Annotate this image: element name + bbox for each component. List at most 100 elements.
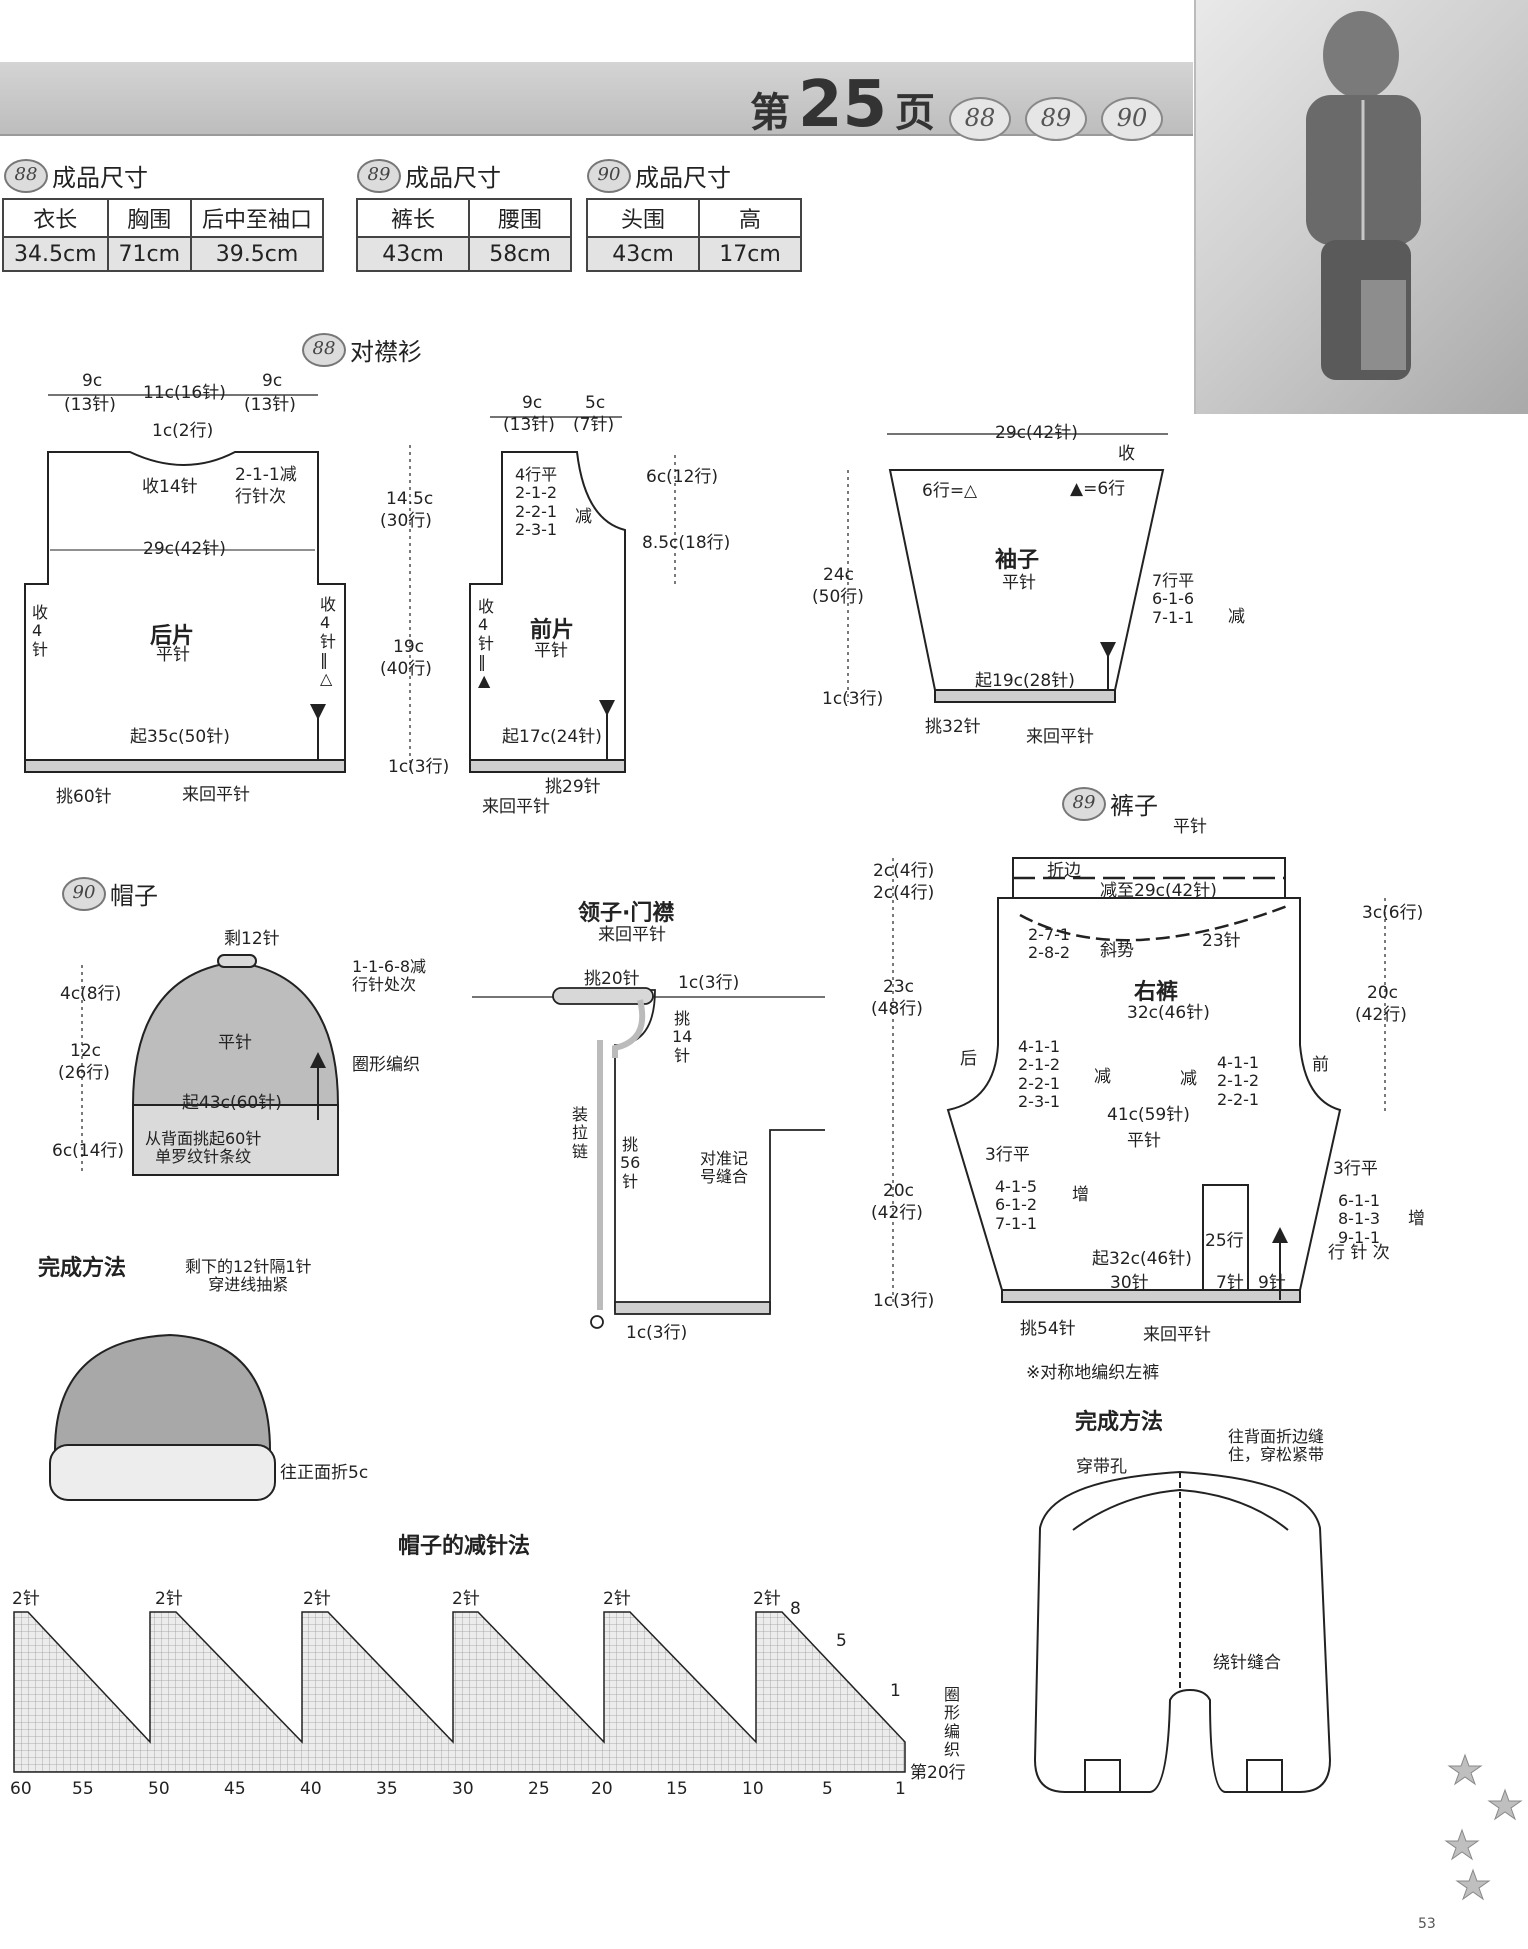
badge-88-icon: 88	[302, 332, 346, 367]
pants-size-table: 裤长 腰围 43cm 58cm	[356, 198, 572, 272]
chart-x-label: 60	[10, 1779, 32, 1799]
chart-x-label: 55	[72, 1779, 94, 1799]
pants-left-increase-label: 增	[1072, 1185, 1089, 1205]
chart-peak-label: 2针	[12, 1589, 40, 1609]
table-cell: 17cm	[698, 236, 802, 272]
pants-fold: 折边	[1047, 861, 1081, 881]
chart-row-mark: 8	[790, 1599, 801, 1619]
chart-x-label: 40	[300, 1779, 322, 1799]
badge-89-icon: 89	[357, 158, 401, 193]
sleeve-height-rows: (50行)	[812, 587, 864, 607]
front-neck-decrease: 减	[575, 507, 592, 527]
pants-pickup: 挑54针	[1020, 1319, 1076, 1339]
sleeve-top-width: 29c(42针)	[995, 423, 1078, 443]
back-height-upper: 14.5c	[386, 489, 434, 509]
collar-zipper: 装 拉 链	[572, 1105, 589, 1161]
back-height-rib: 1c(3行)	[388, 757, 450, 777]
back-piece-stitch: 平针	[156, 645, 190, 665]
front-neck-rows: 4行平 2-1-2 2-2-1 2-3-1	[515, 465, 558, 540]
pants-slope-stitches: 23针	[1202, 931, 1241, 951]
front-width-left: 9c	[522, 393, 543, 413]
pants-width: 32c(46针)	[1127, 1003, 1210, 1023]
pants-seam-note: 绕针缝合	[1213, 1653, 1281, 1673]
pants-front-decrease: 4-1-1 2-1-2 2-2-1	[1217, 1053, 1260, 1109]
pants-right-increase: 6-1-1 8-1-3 9-1-1	[1338, 1191, 1381, 1247]
sleeve-rib: 来回平针	[1026, 727, 1094, 747]
front-rib: 来回平针	[482, 797, 550, 817]
table-header: 腰围	[468, 198, 572, 238]
badge-89-icon: 89	[1025, 97, 1087, 141]
hat-height-top: 4c(8行)	[60, 984, 122, 1004]
collar-pickup-top: 挑20针	[584, 969, 640, 989]
pants-size-heading: 89 成品尺寸	[357, 158, 501, 193]
page-header-banner: 第 25 页 88 89 90	[0, 62, 1193, 142]
pants-back-decrease-label: 减	[1094, 1067, 1111, 1087]
pants-right-increase-note: 行 针 次	[1328, 1243, 1390, 1263]
front-width-left-stitches: (13针)	[503, 415, 555, 435]
sleeve-right-note: ▲=6行	[1070, 479, 1126, 499]
hat-finish-title: 完成方法	[38, 1256, 127, 1281]
pants-right-mid-height-rows: (42行)	[1355, 1005, 1407, 1025]
pants-waist-note: 往背面折边缝 住，穿松紧带	[1228, 1427, 1325, 1465]
pants-height-upper: 23c	[883, 977, 914, 997]
pants-right-mid-height: 20c	[1367, 983, 1398, 1003]
decrease-chart-title: 帽子的减针法	[398, 1534, 531, 1559]
pants-bottom-7: 7针	[1216, 1273, 1244, 1293]
finished-hat-shape	[49, 1333, 276, 1501]
chart-x-label: 5	[822, 1779, 833, 1799]
back-cast-on: 起35c(50针)	[130, 727, 230, 747]
back-height-lower: 19c	[393, 637, 424, 657]
pants-dimension-lines	[892, 858, 1386, 1302]
chart-row-mark: 1	[890, 1681, 901, 1701]
back-neck-decrease-legend: 行针次	[235, 487, 286, 507]
sleeve-rib-height: 1c(3行)	[822, 689, 884, 709]
collar-pickup-56: 挑 56 针	[620, 1135, 641, 1191]
sleeve-stitch: 平针	[1002, 573, 1036, 593]
back-width-mid: 11c(16针)	[143, 383, 226, 403]
back-piece-name: 后片	[150, 624, 195, 649]
pants-patch-rows: 25行	[1205, 1231, 1244, 1251]
table-header: 头围	[586, 198, 700, 238]
table-cell: 39.5cm	[190, 236, 325, 272]
back-armhole-left: 收 4 针	[32, 603, 49, 659]
front-height-neck: 6c(12行)	[646, 467, 719, 487]
sleeve-height: 24c	[823, 565, 854, 585]
chart-peak-label: 2针	[603, 1589, 631, 1609]
back-height-lower-rows: (40行)	[380, 659, 432, 679]
pants-height-lower-rows: (42行)	[871, 1203, 923, 1223]
back-width-left: 9c	[82, 371, 103, 391]
pants-height-lower: 20c	[883, 1181, 914, 1201]
sleeve-shape	[888, 469, 1165, 703]
back-piece-dimension-lines	[48, 394, 411, 772]
pants-waist-decrease: 减至29c(42针)	[1100, 881, 1217, 901]
table-cell: 34.5cm	[2, 236, 109, 272]
chart-x-label: 45	[224, 1779, 246, 1799]
pants-front-label: 前	[1312, 1055, 1329, 1075]
pants-mid-stitch: 平针	[1127, 1131, 1161, 1151]
pants-right-increase-label: 增	[1408, 1209, 1425, 1229]
collar-pickup-side: 挑 14 针	[672, 1009, 693, 1065]
back-neck-decrease: 2-1-1减	[235, 465, 297, 485]
sleeve-pickup: 挑32针	[925, 717, 981, 737]
chart-row-mark: 5	[836, 1631, 847, 1651]
pants-slope-rows: 2-7-1 2-8-2	[1028, 925, 1071, 963]
badge-90-icon: 90	[62, 876, 106, 911]
pants-right-top-height: 3c(6行)	[1362, 903, 1424, 923]
badge-88-icon: 88	[949, 97, 1011, 141]
front-width-right-stitches: (7针)	[573, 415, 615, 435]
hat-stitch: 平针	[218, 1033, 252, 1053]
model-photo	[1194, 0, 1528, 414]
front-armhole-side: 收 4 针 ‖ ▲	[478, 597, 495, 690]
table-cell: 71cm	[106, 236, 193, 272]
sleeve-dimension-lines	[847, 433, 1168, 702]
chart-peak-label: 2针	[753, 1589, 781, 1609]
table-header: 后中至袖口	[190, 198, 325, 238]
chart-x-label: 10	[742, 1779, 764, 1799]
hat-height-mid: 12c	[70, 1041, 101, 1061]
pants-finish-title: 完成方法	[1075, 1410, 1164, 1435]
pants-shape	[946, 857, 1342, 1303]
pants-right-flat: 3行平	[1333, 1159, 1378, 1179]
pants-cast-on: 起32c(46针)	[1092, 1249, 1192, 1269]
pants-left-flat: 3行平	[985, 1145, 1030, 1165]
